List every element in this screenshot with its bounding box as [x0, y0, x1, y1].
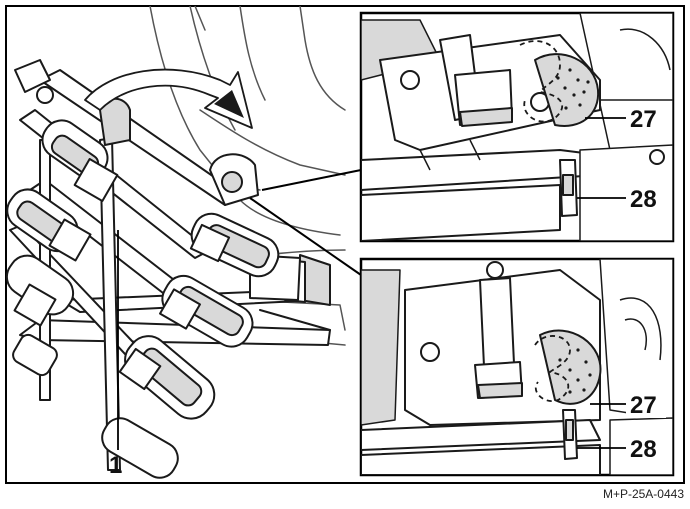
hinge-lever — [14, 59, 259, 206]
callout-label-1: 1 — [109, 452, 122, 479]
strap-blocks — [13, 158, 231, 391]
detail-top-callout-28: 28 — [630, 186, 657, 213]
curved-arrow-icon — [84, 68, 253, 129]
detail-bottom: 27 28 — [359, 257, 675, 477]
main-view — [6, 6, 346, 479]
detail-bottom-callout-27: 27 — [630, 392, 657, 419]
leader-lines — [249, 169, 362, 276]
figure-reference-code: M+P-25A-0443 — [603, 487, 684, 501]
detail-top-callout-27: 27 — [630, 106, 657, 133]
detail-bottom-callout-28: 28 — [630, 436, 657, 463]
detail-top: 27 28 — [359, 11, 675, 243]
